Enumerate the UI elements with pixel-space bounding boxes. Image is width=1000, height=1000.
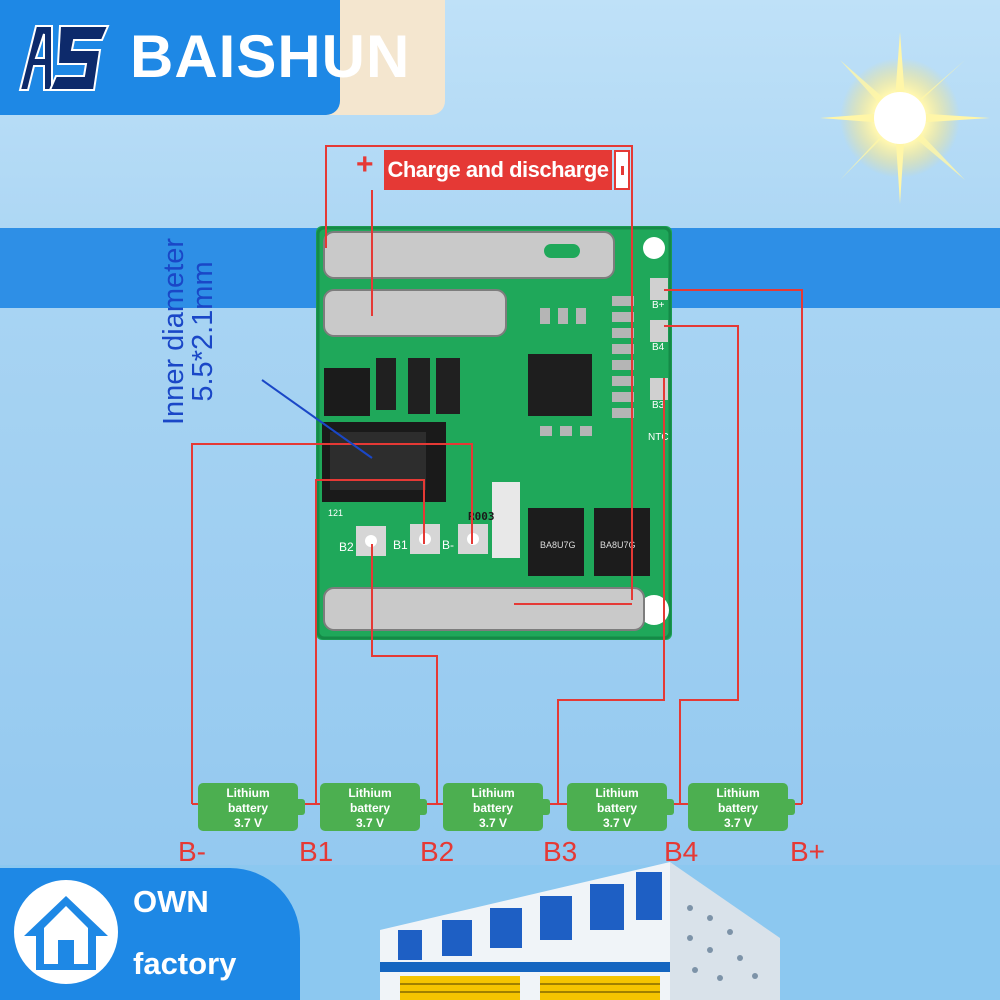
pcb-model: 121 [328,508,344,518]
brand-name: BAISHUN [130,23,411,90]
pad-label-b1: B1 [393,538,408,552]
battery-cell-voltage: 3.7 V [233,816,263,830]
factory-label: factory [133,946,237,981]
battery-cell: Lithium battery 3.7 V [320,783,427,831]
pad-label-bminus: B- [442,538,454,552]
node-label-b3: B3 [543,836,578,867]
inner-diameter-line2: 5.5*2.1mm [187,261,219,402]
battery-cell-line1: Lithium [226,786,270,800]
mosfet-code-1: BA8U7G [540,540,576,550]
plus-sign: + [356,148,374,181]
battery-cell-voltage: 3.7 V [355,816,385,830]
brand-logo-icon [16,18,112,98]
battery-cell-line1: Lithium [471,786,515,800]
pcb-board [316,226,672,640]
brand-header [0,0,340,115]
battery-cell-line2: battery [227,801,268,815]
battery-cell: Lithium battery 3.7 V [567,783,674,831]
battery-cell-voltage: 3.7 V [478,816,508,830]
battery-cell: Lithium battery 3.7 V [198,783,305,831]
node-label-b2: B2 [420,836,455,867]
house-icon [14,880,118,984]
mosfet-code-2: BA8U7G [600,540,636,550]
battery-cell-line1: Lithium [348,786,392,800]
node-label-b1: B1 [299,836,334,867]
own-label: OWN [133,884,209,919]
battery-cell-voltage: 3.7 V [723,816,753,830]
charge-discharge-label: Charge and discharge [384,150,612,190]
resistor-code: R003 [468,510,495,523]
pad-label-b2: B2 [339,540,354,554]
node-label-b4: B4 [664,836,699,867]
battery-cell-line2: battery [596,801,637,815]
inner-diameter-line1: Inner diameter [158,238,190,425]
minus-sign-icon [614,150,630,190]
battery-cell-line1: Lithium [595,786,639,800]
battery-cell-line1: Lithium [716,786,760,800]
battery-cell: Lithium battery 3.7 V [443,783,550,831]
right-label-b3: B3 [652,400,665,411]
node-label-bplus: B+ [790,836,826,867]
factory-building-icon [380,862,780,1000]
battery-cell-line2: battery [472,801,513,815]
battery-cell-line2: battery [349,801,390,815]
right-label-ntc: NTC [648,432,669,443]
battery-cell: Lithium battery 3.7 V [688,783,795,831]
right-label-b4: B4 [652,342,665,353]
node-label-bminus: B- [178,836,206,867]
battery-cell-line2: battery [717,801,758,815]
inner-diameter-label: Inner diameter 5.5*2.1mm [158,238,219,425]
battery-cell-voltage: 3.7 V [602,816,632,830]
sun-icon [820,32,990,204]
right-label-bplus: B+ [652,300,665,311]
